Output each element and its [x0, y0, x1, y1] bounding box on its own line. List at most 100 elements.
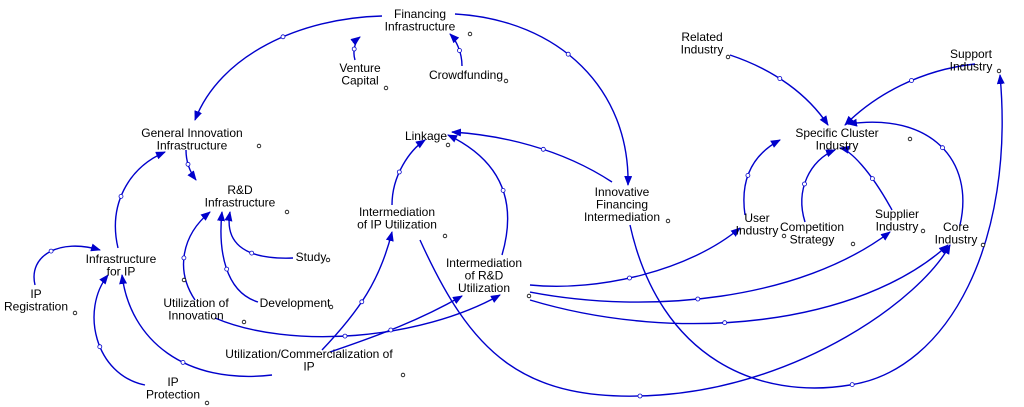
node-anchor-dot: [284, 209, 290, 215]
node-label-line: User: [744, 211, 769, 225]
node-label-line: of R&D: [465, 269, 504, 283]
edge-polarity-marker: [396, 169, 402, 175]
node-label-line: Competition: [780, 220, 844, 234]
node-anchor-dot: [383, 85, 389, 91]
edge-polarity-marker: [627, 275, 632, 281]
node-label-line: Industry: [816, 139, 859, 153]
node-label-line: Crowdfunding: [429, 68, 503, 82]
edge-polarity-marker: [224, 266, 230, 272]
node-label-line: R&D: [227, 183, 253, 197]
node-label-line: IP: [303, 360, 314, 374]
node-anchor-dot: [256, 143, 262, 149]
node-label-line: Infrastructure: [205, 196, 276, 210]
node-label-line: Innovation: [168, 309, 223, 323]
node-label-line: Industry: [681, 43, 724, 57]
node-label-line: Study: [296, 250, 327, 264]
edge-infra-ip-to-general-innovation: [114, 151, 166, 249]
node-anchor-dot: [204, 400, 210, 406]
edge-polarity-marker: [97, 344, 103, 350]
edge-polarity-marker: [802, 181, 807, 187]
node-anchor-dot: [907, 136, 913, 142]
node-label-line: Capital: [341, 74, 378, 88]
edge-venture-to-financing: [350, 36, 361, 61]
edge-polarity-marker: [777, 76, 783, 81]
node-label-line: IP: [30, 287, 41, 301]
edge-financing-to-general-innovation: [194, 15, 383, 121]
edge-crowdfunding-to-financing: [449, 33, 463, 67]
node-anchor-dot: [920, 228, 926, 234]
node-label-line: of IP Utilization: [357, 218, 437, 232]
edge-development-to-rd: [217, 211, 259, 303]
edge-support-to-specific-cluster: [844, 63, 976, 126]
node-anchor-dot: [850, 241, 856, 247]
node-anchor-dot: [503, 78, 509, 84]
node-label-line: Support: [950, 47, 993, 61]
edge-rd-intermediation-to-user: [529, 227, 741, 287]
edge-polarity-marker: [940, 145, 945, 151]
edge-commercialization-to-rd-intermediation: [329, 295, 463, 353]
node-label-line: Industry: [950, 60, 993, 74]
edge-ip-protection-to-infra-ip: [93, 274, 146, 386]
edge-commercialization-to-infra-ip: [119, 274, 273, 377]
node-label-line: Utilization of: [163, 296, 229, 310]
edge-study-to-rd: [224, 211, 294, 259]
node-anchor-dot: [526, 293, 532, 299]
node-label-line: Innovative: [595, 185, 650, 199]
edge-polarity-marker: [457, 48, 462, 53]
node-label: Linkage: [405, 129, 447, 143]
node-anchor-dot: [328, 304, 334, 310]
node-label-line: Linkage: [405, 129, 447, 143]
edge-polarity-marker: [180, 359, 186, 365]
edge-competition-to-specific-cluster: [801, 149, 836, 223]
edge-ip-intermediation-to-core: [419, 239, 951, 397]
node-anchor-dot: [241, 319, 247, 325]
node-label-line: Industry: [876, 220, 919, 234]
edge-rd-intermediation-to-core: [529, 244, 949, 325]
edge-polarity-marker: [540, 146, 546, 152]
node-linkage: Linkage: [405, 129, 451, 148]
node-label: Study: [296, 250, 327, 264]
edge-ip-intermediation-to-linkage: [391, 139, 426, 206]
edge-user-to-specific-cluster: [743, 139, 781, 216]
node-label-line: Intermediation: [584, 210, 660, 224]
node-anchor-dot: [467, 31, 473, 37]
node-anchor-dot: [665, 218, 671, 224]
edge-midpoint-markers: [48, 34, 945, 399]
edge-polarity-marker: [849, 382, 855, 388]
node-anchor-dot: [442, 233, 448, 239]
edges-layer: [33, 13, 1005, 397]
node-anchor-dot: [325, 257, 331, 263]
edge-innovative-financing-to-linkage: [451, 128, 613, 183]
node-anchor-dot: [400, 372, 406, 378]
edge-financing-to-innovative-financing: [454, 13, 633, 186]
